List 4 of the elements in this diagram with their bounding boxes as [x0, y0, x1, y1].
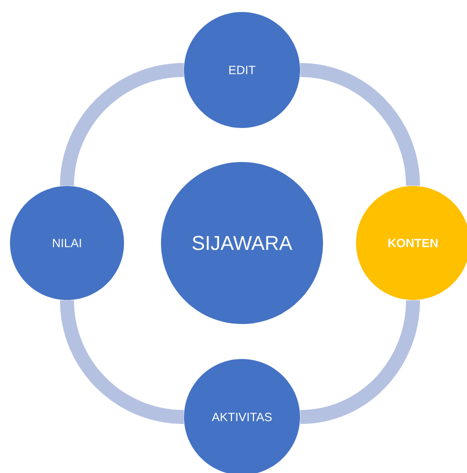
ring-segment — [60, 300, 184, 424]
ring-segment — [300, 63, 420, 186]
ring-segment — [300, 300, 420, 424]
ring-segment — [60, 63, 184, 186]
